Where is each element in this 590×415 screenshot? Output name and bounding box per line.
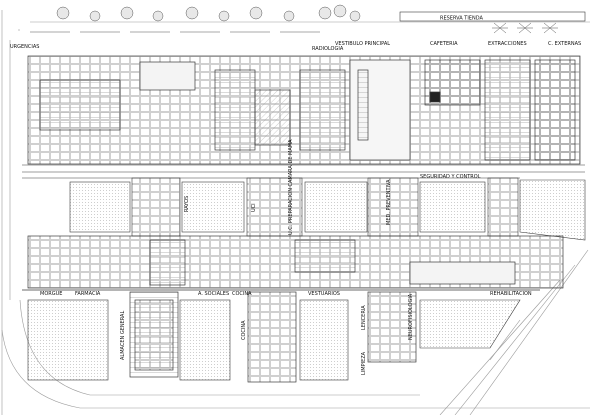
label-neurofisiologia: NEUROFISIOLOGIA — [408, 293, 414, 340]
label-lenceria: LENCERIA — [361, 305, 367, 330]
label-morgue: MORGUE — [40, 291, 62, 297]
palm-row — [30, 22, 558, 34]
label-reserva-tienda: RESERVA TIENDA — [440, 16, 483, 22]
tree-row — [56, 4, 361, 22]
label-vestibulo-principal: VESTIBULO PRINCIPAL — [335, 41, 390, 47]
label-urgencias: URGENCIAS — [10, 44, 39, 50]
label-cocina-vertical: COCINA — [241, 320, 247, 340]
courtyards — [27, 179, 586, 381]
label-farmacia: FARMACIA — [75, 291, 101, 297]
label-med-preventiva: MED. PREVENTIVA — [386, 179, 392, 225]
lower-block — [22, 235, 564, 383]
plan-labels: RESERVA TIENDA URGENCIAS RADIOLOGIA VEST… — [10, 16, 581, 376]
label-cafeteria: CAFETERIA — [430, 41, 458, 47]
label-uci: UCI — [251, 203, 257, 212]
label-a-sociales: A. SOCIALES — [198, 291, 229, 297]
label-rayos: RAYOS — [184, 196, 190, 212]
upper-block — [27, 55, 581, 165]
label-seguridad-control: SEGURIDAD Y CONTROL — [420, 174, 481, 180]
label-c-externas: C. EXTERNAS — [548, 41, 581, 47]
reserva-tienda-box — [399, 11, 586, 22]
label-limpieza: LIMPIEZA — [361, 351, 367, 375]
label-cocina: COCINA — [232, 291, 252, 297]
label-uc-preparacion: U.C. PREPARACION CAMARA DE MAMA — [288, 139, 294, 235]
site-boundary — [1, 10, 590, 415]
label-radiologia: RADIOLOGIA — [312, 46, 344, 52]
label-rehabilitacion: REHABILITACION — [490, 291, 532, 297]
main-corridor — [22, 164, 585, 179]
label-almacen-general: ALMACEN GENERAL — [120, 311, 126, 360]
connector-wings — [131, 177, 519, 237]
label-extracciones: EXTRACCIONES — [488, 41, 527, 47]
label-vestuarios: VESTUARIOS — [308, 291, 340, 297]
